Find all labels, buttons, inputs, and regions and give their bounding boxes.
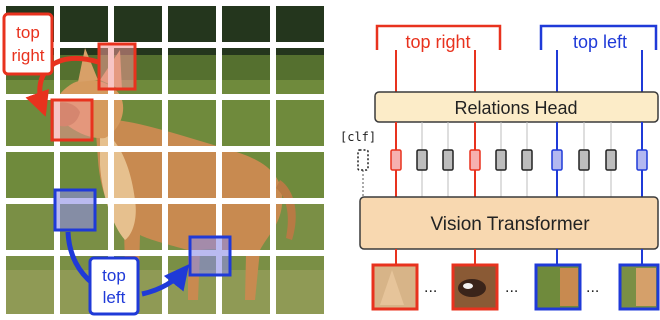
arrow-top-left-head (141, 264, 190, 297)
token-gray (578, 149, 590, 171)
callout-top-right-line1: top (16, 23, 40, 42)
token-gray (442, 149, 454, 171)
token-blue (636, 149, 648, 171)
input-patch-1 (371, 263, 419, 311)
token-row (357, 122, 648, 197)
token-clf (357, 149, 369, 171)
vision-transformer-label: Vision Transformer (430, 214, 590, 235)
dog-photo: top right top left (0, 0, 330, 320)
patch-top-left-b (188, 235, 232, 277)
callout-top-left-line1: top (102, 266, 126, 285)
architecture-diagram: top right top left Relations Head [clf] … (340, 24, 660, 311)
token-red (469, 149, 481, 171)
output-top-left-label: top left (573, 32, 627, 52)
callout-top-right-line2: right (11, 46, 44, 65)
relations-head-block: Relations Head (374, 91, 659, 123)
output-top-right: top right (375, 24, 502, 52)
input-patch-4 (618, 263, 660, 311)
ellipsis-1: ... (424, 279, 437, 296)
token-gray (495, 149, 507, 171)
ellipsis-3: ... (586, 279, 599, 296)
clf-label: [clf] (340, 130, 376, 144)
callout-top-left-line2: left (103, 288, 126, 307)
relations-head-label: Relations Head (454, 98, 577, 118)
token-gray (416, 149, 428, 171)
patch-top-right-b (50, 98, 94, 142)
token-gray (605, 149, 617, 171)
input-patch-2 (451, 263, 499, 311)
patch-top-right-a (97, 42, 137, 91)
token-blue (551, 149, 563, 171)
patch-top-left-a (53, 188, 97, 232)
vision-transformer-block: Vision Transformer (359, 196, 659, 250)
token-red (390, 149, 402, 171)
output-top-right-label: top right (405, 32, 470, 52)
callout-top-left: top left (88, 256, 140, 316)
input-patch-3 (534, 263, 582, 311)
output-top-left: top left (539, 24, 658, 52)
ellipsis-2: ... (505, 279, 518, 296)
token-gray (521, 149, 533, 171)
callout-top-right: top right (2, 12, 54, 76)
